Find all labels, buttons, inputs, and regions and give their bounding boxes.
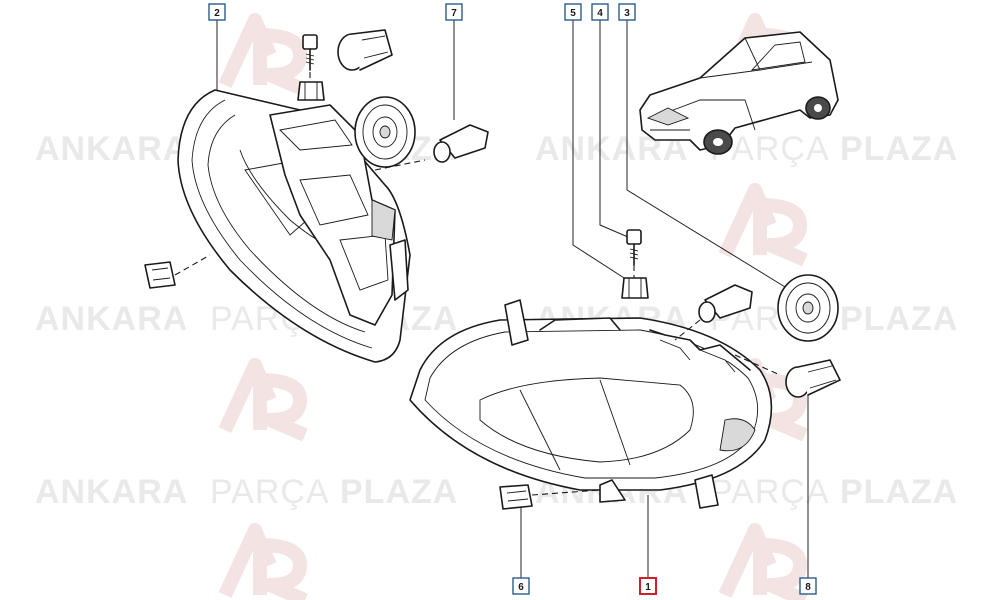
callout-2[interactable]: 2 [208,3,226,21]
clip-nut-icon [621,277,649,299]
watermark-brand-3: PLAZA [340,473,458,511]
watermark-logo [218,523,308,600]
callout-7[interactable]: 7 [445,3,463,21]
bulb-socket-icon [785,359,841,398]
watermark-text-row: ANKARA PARÇA PLAZA ANKARA PARÇA PLAZA [35,473,958,511]
watermark-brand-3: PLAZA [840,130,958,168]
watermark-logo [218,13,308,97]
hatchback-car-icon [639,31,839,155]
watermark-brand-2: PARÇA [710,473,830,511]
dust-cap-icon [354,96,416,168]
callout-label: 7 [451,8,457,19]
headlamp-assembly-icon [177,89,411,363]
watermark-brand-1: ANKARA [35,130,188,168]
callout-label: 1 [645,582,651,593]
callout-3[interactable]: 3 [618,3,636,21]
watermark-brand-3: PLAZA [840,473,958,511]
headlamp-assembly-icon [409,299,773,509]
callout-label: 3 [624,8,630,19]
callout-label: 2 [214,8,220,19]
bulb-socket-icon [698,284,753,323]
watermark-logo [218,358,308,442]
clip-nut-icon [297,81,325,101]
callout-5[interactable]: 5 [564,3,582,21]
headlamp-rear-assembly [144,29,489,363]
headlamp-front-assembly [409,229,841,510]
watermark-brand-1: ANKARA [35,473,188,511]
watermark-brand-1: ANKARA [35,300,188,338]
leader-lines [216,20,809,578]
callout-8[interactable]: 8 [799,577,817,595]
bolt-icon [626,229,642,266]
dust-cap-icon [777,274,839,342]
callout-4[interactable]: 4 [591,3,609,21]
watermark-logo [718,183,808,267]
callout-label: 8 [805,582,811,593]
clip-nut-icon [499,484,533,510]
bulb-socket-icon [337,29,393,71]
callout-1[interactable]: 1 [639,577,657,595]
watermark-logo [718,523,808,600]
callout-label: 5 [570,8,576,19]
callout-label: 6 [518,582,524,593]
watermark-text-row: ANKARA PARÇA PLAZA ANKARA PARÇA PLAZA [35,130,958,168]
callout-6[interactable]: 6 [512,577,530,595]
callout-label: 4 [597,8,603,19]
bolt-icon [302,34,318,71]
bulb-socket-icon [433,124,489,163]
watermark-brand-3: PLAZA [840,300,958,338]
clip-nut-icon [144,261,176,289]
watermark-brand-2: PARÇA [210,473,330,511]
